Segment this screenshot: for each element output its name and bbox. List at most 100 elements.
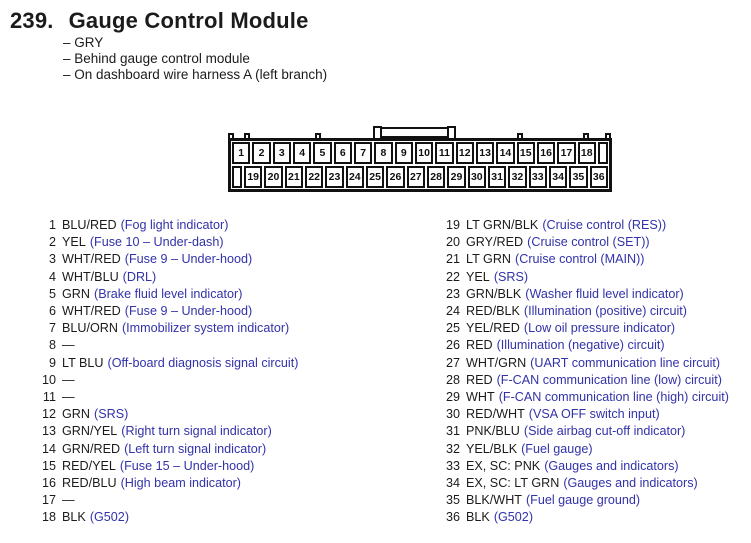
pin-desc-link[interactable]: (Left turn signal indicator): [124, 441, 267, 456]
pin-number: 17: [41, 493, 56, 508]
pin-number: 28: [445, 372, 460, 387]
pin-desc-link[interactable]: (Gauges and indicators): [544, 458, 679, 473]
pin-number: 24: [445, 304, 460, 319]
pin-desc-link[interactable]: (Fuel gauge): [521, 441, 593, 456]
pin-wire-color: YEL: [466, 269, 490, 284]
pin-desc-link[interactable]: (Illumination (positive) circuit): [523, 304, 687, 319]
pin-desc-link[interactable]: (VSA OFF switch input): [528, 407, 660, 422]
pin-wire-color: GRN/BLK: [466, 286, 522, 301]
connector-pin-cell: 10: [414, 142, 434, 164]
pin-number: 15: [41, 458, 56, 473]
pin-number: 12: [41, 407, 56, 422]
pin-desc-link[interactable]: (Illumination (negative) circuit): [496, 338, 665, 353]
pin-number: 4: [48, 269, 56, 284]
pin-row: 8—: [34, 337, 298, 354]
pin-desc-link[interactable]: (Off-board diagnosis signal circuit): [107, 355, 299, 370]
connector-pin-cell: 7: [353, 142, 373, 164]
pin-wire-color: GRN: [62, 286, 90, 301]
pin-wire-color: —: [62, 372, 75, 387]
pin-desc-link[interactable]: (G502): [493, 510, 534, 525]
pin-wire-color: GRN/RED: [62, 441, 121, 456]
connector-pin-cell: 35: [569, 166, 588, 188]
pin-wire-color: YEL/BLK: [466, 441, 518, 456]
pin-desc-link[interactable]: (Brake fluid level indicator): [94, 286, 243, 301]
pin-number: 29: [445, 390, 460, 405]
pin-desc-link[interactable]: (Right turn signal indicator): [121, 424, 272, 439]
pin-number: 5: [48, 286, 56, 301]
connector-pin-cell: 13: [475, 142, 495, 164]
pin-wire-color: PNK/BLU: [466, 424, 520, 439]
connector-blank-cell: [232, 166, 243, 188]
connector-pin-cell: 12: [455, 142, 474, 164]
pin-number: 34: [445, 476, 460, 491]
pin-number: 27: [445, 355, 460, 370]
pin-desc-link[interactable]: (Low oil pressure indicator): [523, 321, 676, 336]
pin-desc-link[interactable]: (Fuel gauge ground): [525, 493, 641, 508]
pin-desc-link[interactable]: (Fuse 9 – Under-hood): [124, 304, 253, 319]
pin-desc-link[interactable]: (Fuse 9 – Under-hood): [124, 252, 253, 267]
pin-desc-link[interactable]: (Cruise control (RES)): [542, 218, 667, 232]
pin-row: 16 RED/BLU(High beam indicator): [34, 475, 298, 492]
pin-desc-link[interactable]: (High beam indicator): [120, 476, 241, 491]
pin-desc-link[interactable]: (Immobilizer system indicator): [121, 321, 290, 336]
connector-pin-cell: 33: [528, 166, 547, 188]
pin-desc-link[interactable]: (Fog light indicator): [120, 218, 229, 232]
pin-wire-color: YEL: [62, 235, 86, 250]
pin-desc-link[interactable]: (Washer fluid level indicator): [525, 286, 684, 301]
pin-number: 18: [41, 510, 56, 525]
connector-latch-bar: [378, 127, 452, 138]
pin-desc-link[interactable]: (Fuse 15 – Under-hood): [119, 458, 255, 473]
pin-desc-link[interactable]: (Fuse 10 – Under-dash): [89, 235, 224, 250]
connector-pin-cell: 27: [406, 166, 425, 188]
pin-desc-link[interactable]: (SRS): [94, 407, 129, 422]
pin-wire-color: LT GRN: [466, 252, 512, 267]
connector-pin-cell: 28: [426, 166, 446, 188]
pin-desc-link[interactable]: (Cruise control (SET)): [527, 235, 650, 250]
pin-row: 10—: [34, 372, 298, 389]
pin-row: 5 GRN (Brake fluid level indicator): [34, 286, 298, 303]
pin-wire-color: LT GRN/BLK: [466, 218, 539, 232]
pin-desc-link[interactable]: (DRL): [122, 269, 157, 284]
pin-wire-color: RED/WHT: [466, 407, 525, 422]
pin-number: 35: [445, 493, 460, 508]
pin-desc-link[interactable]: (G502): [89, 510, 130, 525]
pin-wire-color: LT BLU: [62, 355, 104, 370]
pin-wire-color: EX, SC: PNK: [466, 458, 541, 473]
note-line: – Behind gauge control module: [63, 51, 250, 66]
connector-pin-cell: 34: [548, 166, 568, 188]
pin-desc-link[interactable]: (F-CAN communication line (high) circuit…: [498, 390, 729, 405]
connector-pin-cell: 19: [244, 166, 263, 188]
pin-wire-color: BLK: [466, 510, 490, 525]
page-title: 239.Gauge Control Module: [10, 8, 309, 34]
connector-pin-cell: 26: [386, 166, 405, 188]
pin-number: 33: [445, 458, 460, 473]
pin-desc-link[interactable]: (UART communication line circuit): [530, 355, 721, 370]
pin-desc-link[interactable]: (F-CAN communication line (low) circuit): [496, 372, 722, 387]
connector-pin-cell: 2: [252, 142, 271, 164]
pin-desc-link[interactable]: (Cruise control (MAIN)): [515, 252, 645, 267]
pin-wire-color: RED/BLU: [62, 476, 117, 491]
connector-pin-cell: 1: [232, 142, 251, 164]
pin-desc-link[interactable]: (Side airbag cut-off indicator): [523, 424, 686, 439]
pin-number: 16: [41, 476, 56, 491]
pin-desc-link[interactable]: (SRS): [493, 269, 529, 284]
pin-desc-link[interactable]: (Gauges and indicators): [563, 476, 698, 491]
pin-wire-color: WHT/RED: [62, 304, 121, 319]
pin-wire-color: BLK: [62, 510, 86, 525]
